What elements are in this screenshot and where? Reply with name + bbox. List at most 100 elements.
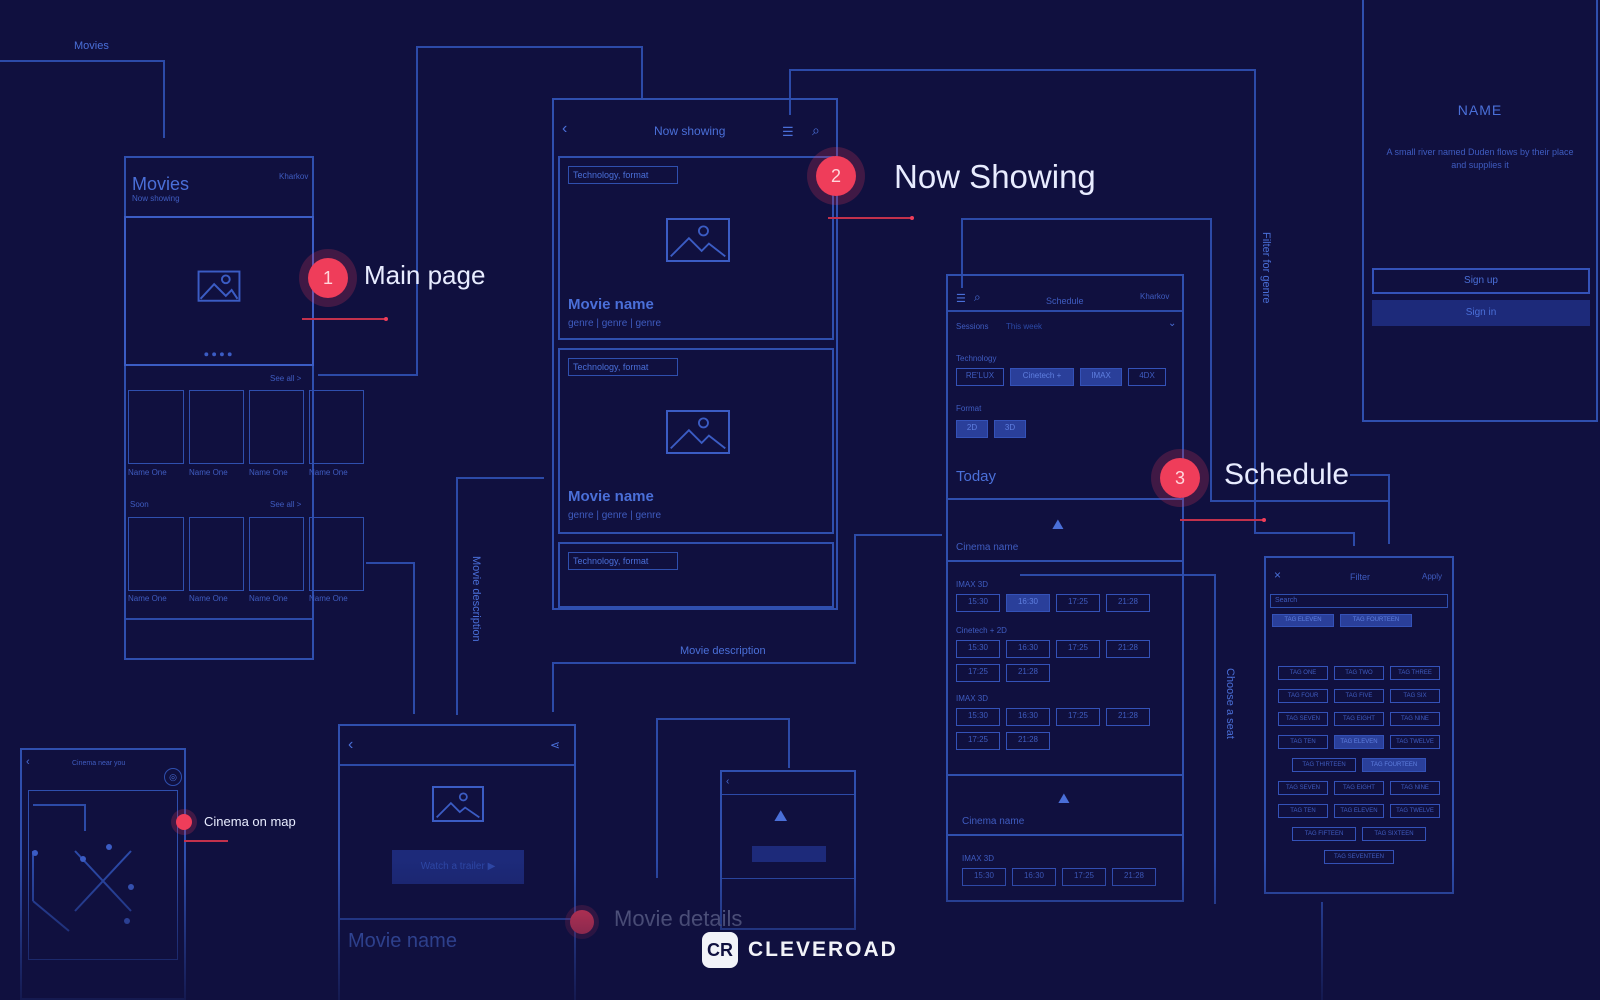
thumb-8[interactable] — [309, 517, 364, 591]
filter-tag[interactable]: TAG EIGHT — [1334, 781, 1384, 795]
filter-tag[interactable]: TAG SEVEN — [1278, 712, 1328, 726]
thumb-caption: Name One — [249, 594, 288, 603]
watch-trailer-button[interactable]: Watch a trailer ▶ — [392, 850, 524, 884]
step-badge-2: 2 — [816, 156, 856, 196]
filter-tag[interactable]: TAG SIXTEEN — [1362, 827, 1426, 841]
selected-tag[interactable]: TAG ELEVEN — [1272, 614, 1334, 627]
time-chip[interactable]: 17:25 — [1056, 594, 1100, 612]
cinema-card-2[interactable]: ⛰ Cinema name — [946, 774, 1184, 836]
time-chip[interactable]: 17:25 — [1056, 640, 1100, 658]
time-chip-selected[interactable]: 16:30 — [1006, 594, 1050, 612]
filter-tag[interactable]: TAG TEN — [1278, 735, 1328, 749]
connector-label-movies: Movies — [74, 40, 109, 52]
main-section-soon: Soon — [130, 500, 149, 509]
time-chip[interactable]: 17:25 — [1062, 868, 1106, 886]
back-arrow-icon[interactable]: ‹ — [26, 756, 30, 768]
time-chip[interactable]: 21:28 — [1006, 664, 1050, 682]
selected-tag[interactable]: TAG FOURTEEN — [1340, 614, 1412, 627]
sign-up-button[interactable]: Sign up — [1372, 268, 1590, 294]
time-chip[interactable]: 21:28 — [1006, 732, 1050, 750]
back-arrow-icon[interactable]: ‹ — [726, 776, 730, 787]
map-area[interactable] — [28, 790, 178, 960]
share-icon[interactable]: ⋖ — [550, 738, 561, 752]
filter-tag[interactable]: TAG TWELVE — [1390, 804, 1440, 818]
tech-chip[interactable]: RE'LUX — [956, 368, 1004, 386]
time-chip[interactable]: 16:30 — [1006, 640, 1050, 658]
filter-tag[interactable]: TAG SIX — [1390, 689, 1440, 703]
back-arrow-icon[interactable]: ‹ — [348, 736, 354, 753]
format-chip[interactable]: 2D — [956, 420, 988, 438]
time-chip[interactable]: 17:25 — [1056, 708, 1100, 726]
connector-label-movie-description-h: Movie description — [680, 645, 766, 657]
sign-in-button[interactable]: Sign in — [1372, 300, 1590, 326]
movie-card-1[interactable]: Technology, format Movie name genre | ge… — [558, 156, 834, 340]
filter-tag[interactable]: TAG FIFTEEN — [1292, 827, 1356, 841]
filter-tag[interactable]: TAG TWELVE — [1390, 735, 1440, 749]
time-chip[interactable]: 15:30 — [956, 708, 1000, 726]
locate-icon[interactable]: ◎ — [164, 768, 182, 786]
time-chip[interactable]: 15:30 — [956, 640, 1000, 658]
cinema-card-1[interactable]: ⛰ Cinema name — [946, 498, 1184, 562]
filter-icon[interactable]: ☰ — [956, 293, 966, 305]
main-see-all-2[interactable]: See all > — [270, 500, 302, 509]
filter-tag[interactable]: TAG NINE — [1390, 781, 1440, 795]
time-chip[interactable]: 17:25 — [956, 732, 1000, 750]
thumb-3[interactable] — [249, 390, 304, 464]
thumb-1[interactable] — [128, 390, 184, 464]
main-hero-image[interactable] — [124, 216, 314, 366]
step-badge-cinema-on-map — [176, 814, 192, 830]
filter-tag[interactable]: TAG THREE — [1390, 666, 1440, 680]
filter-tag[interactable]: TAG ELEVEN — [1334, 735, 1384, 749]
filter-tag[interactable]: TAG FOUR — [1278, 689, 1328, 703]
main-city[interactable]: Kharkov — [279, 172, 309, 181]
tech-chip[interactable]: 4DX — [1128, 368, 1166, 386]
search-icon[interactable]: ⌕ — [974, 290, 981, 304]
main-see-all-1[interactable]: See all > — [270, 374, 302, 383]
schedule-city[interactable]: Kharkov — [1140, 292, 1170, 301]
time-chip[interactable]: 21:28 — [1112, 868, 1156, 886]
time-chip[interactable]: 16:30 — [1006, 708, 1050, 726]
search-icon[interactable]: ⌕ — [812, 122, 820, 138]
filter-icon[interactable]: ☰ — [782, 124, 794, 139]
filter-tag[interactable]: TAG SEVENTEEN — [1324, 850, 1394, 864]
filter-tag[interactable]: TAG EIGHT — [1334, 712, 1384, 726]
filter-tag[interactable]: TAG ELEVEN — [1334, 804, 1384, 818]
thumb-4[interactable] — [309, 390, 364, 464]
filter-tag[interactable]: TAG FIVE — [1334, 689, 1384, 703]
movie-card-3[interactable]: Technology, format — [558, 542, 834, 608]
cinema-name: Cinema name — [962, 816, 1025, 827]
filter-tag[interactable]: TAG THIRTEEN — [1292, 758, 1356, 772]
format-chip[interactable]: 3D — [994, 420, 1026, 438]
filter-tag[interactable]: TAG FOURTEEN — [1362, 758, 1426, 772]
filter-tag[interactable]: TAG TWO — [1334, 666, 1384, 680]
back-arrow-icon[interactable]: ‹ — [562, 120, 568, 137]
card-tag: Technology, format — [568, 166, 678, 184]
thumb-caption: Name One — [128, 468, 167, 477]
filter-tag[interactable]: TAG SEVEN — [1278, 781, 1328, 795]
apply-button[interactable]: Apply — [1422, 572, 1443, 581]
image-placeholder-icon: ⛰ — [774, 808, 788, 825]
sessions-value[interactable]: This week — [1006, 322, 1043, 331]
thumb-2[interactable] — [189, 390, 244, 464]
trailer-button[interactable] — [752, 846, 826, 862]
time-chip[interactable]: 17:25 — [956, 664, 1000, 682]
movie-card-2[interactable]: Technology, format Movie name genre | ge… — [558, 348, 834, 534]
time-chip[interactable]: 15:30 — [962, 868, 1006, 886]
tech-chip[interactable]: Cinetech + — [1010, 368, 1074, 386]
filter-tag[interactable]: TAG ONE — [1278, 666, 1328, 680]
tech-chip[interactable]: IMAX — [1080, 368, 1122, 386]
thumb-6[interactable] — [189, 517, 244, 591]
filter-tag[interactable]: TAG TEN — [1278, 804, 1328, 818]
filter-search-input[interactable]: Search — [1270, 594, 1448, 608]
thumb-5[interactable] — [128, 517, 184, 591]
time-chip[interactable]: 16:30 — [1012, 868, 1056, 886]
time-chip[interactable]: 21:28 — [1106, 708, 1150, 726]
thumb-7[interactable] — [249, 517, 304, 591]
chevron-down-icon[interactable]: ⌄ — [1168, 318, 1177, 329]
time-chip[interactable]: 21:28 — [1106, 640, 1150, 658]
time-chip[interactable]: 15:30 — [956, 594, 1000, 612]
now-showing-title: Now showing — [654, 124, 726, 138]
time-chip[interactable]: 21:28 — [1106, 594, 1150, 612]
close-icon[interactable]: × — [1274, 568, 1282, 582]
filter-tag[interactable]: TAG NINE — [1390, 712, 1440, 726]
